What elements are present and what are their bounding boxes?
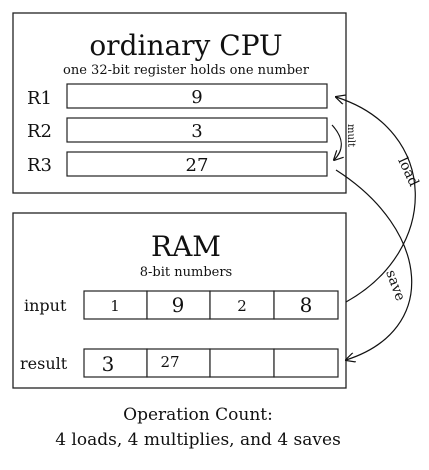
result-cell-1 (146, 348, 211, 378)
cpu-title: ordinary CPU (89, 29, 282, 62)
input-label: input (24, 296, 67, 315)
register-r2 (66, 117, 328, 143)
ram-title: RAM (151, 230, 221, 263)
result-cell-3 (273, 348, 339, 378)
input-value-1: 9 (172, 293, 185, 317)
register-label-r3: R3 (27, 155, 52, 176)
input-value-0: 1 (110, 297, 120, 315)
result-value-1: 27 (160, 353, 179, 371)
register-label-r2: R2 (27, 121, 52, 142)
register-value-r2: 3 (191, 121, 202, 142)
register-r3 (66, 151, 328, 177)
input-cell-2 (209, 290, 275, 320)
result-label: result (20, 354, 68, 373)
register-value-r1: 9 (191, 87, 202, 108)
load-label: load (394, 155, 421, 189)
save-arrow (335, 169, 413, 360)
cpu-subtitle: one 32-bit register holds one number (63, 63, 310, 78)
ram-subtitle: 8-bit numbers (140, 265, 232, 280)
result-cell-0 (83, 348, 148, 378)
result-value-0: 3 (102, 352, 115, 376)
input-cell-1 (146, 290, 211, 320)
load-arrow (336, 97, 416, 303)
footer-title: Operation Count: (123, 405, 273, 425)
mult-arrow (331, 124, 341, 160)
save-label: save (382, 268, 408, 303)
input-value-2: 2 (237, 297, 247, 315)
register-value-r3: 27 (186, 155, 209, 176)
register-r1 (66, 83, 328, 109)
register-label-r1: R1 (27, 88, 52, 109)
mult-label: mult (345, 124, 356, 147)
input-value-3: 8 (300, 293, 313, 317)
footer-summary: 4 loads, 4 multiplies, and 4 saves (55, 430, 341, 450)
input-cell-3 (273, 290, 339, 320)
input-cell-0 (83, 290, 148, 320)
result-cell-2 (209, 348, 275, 378)
